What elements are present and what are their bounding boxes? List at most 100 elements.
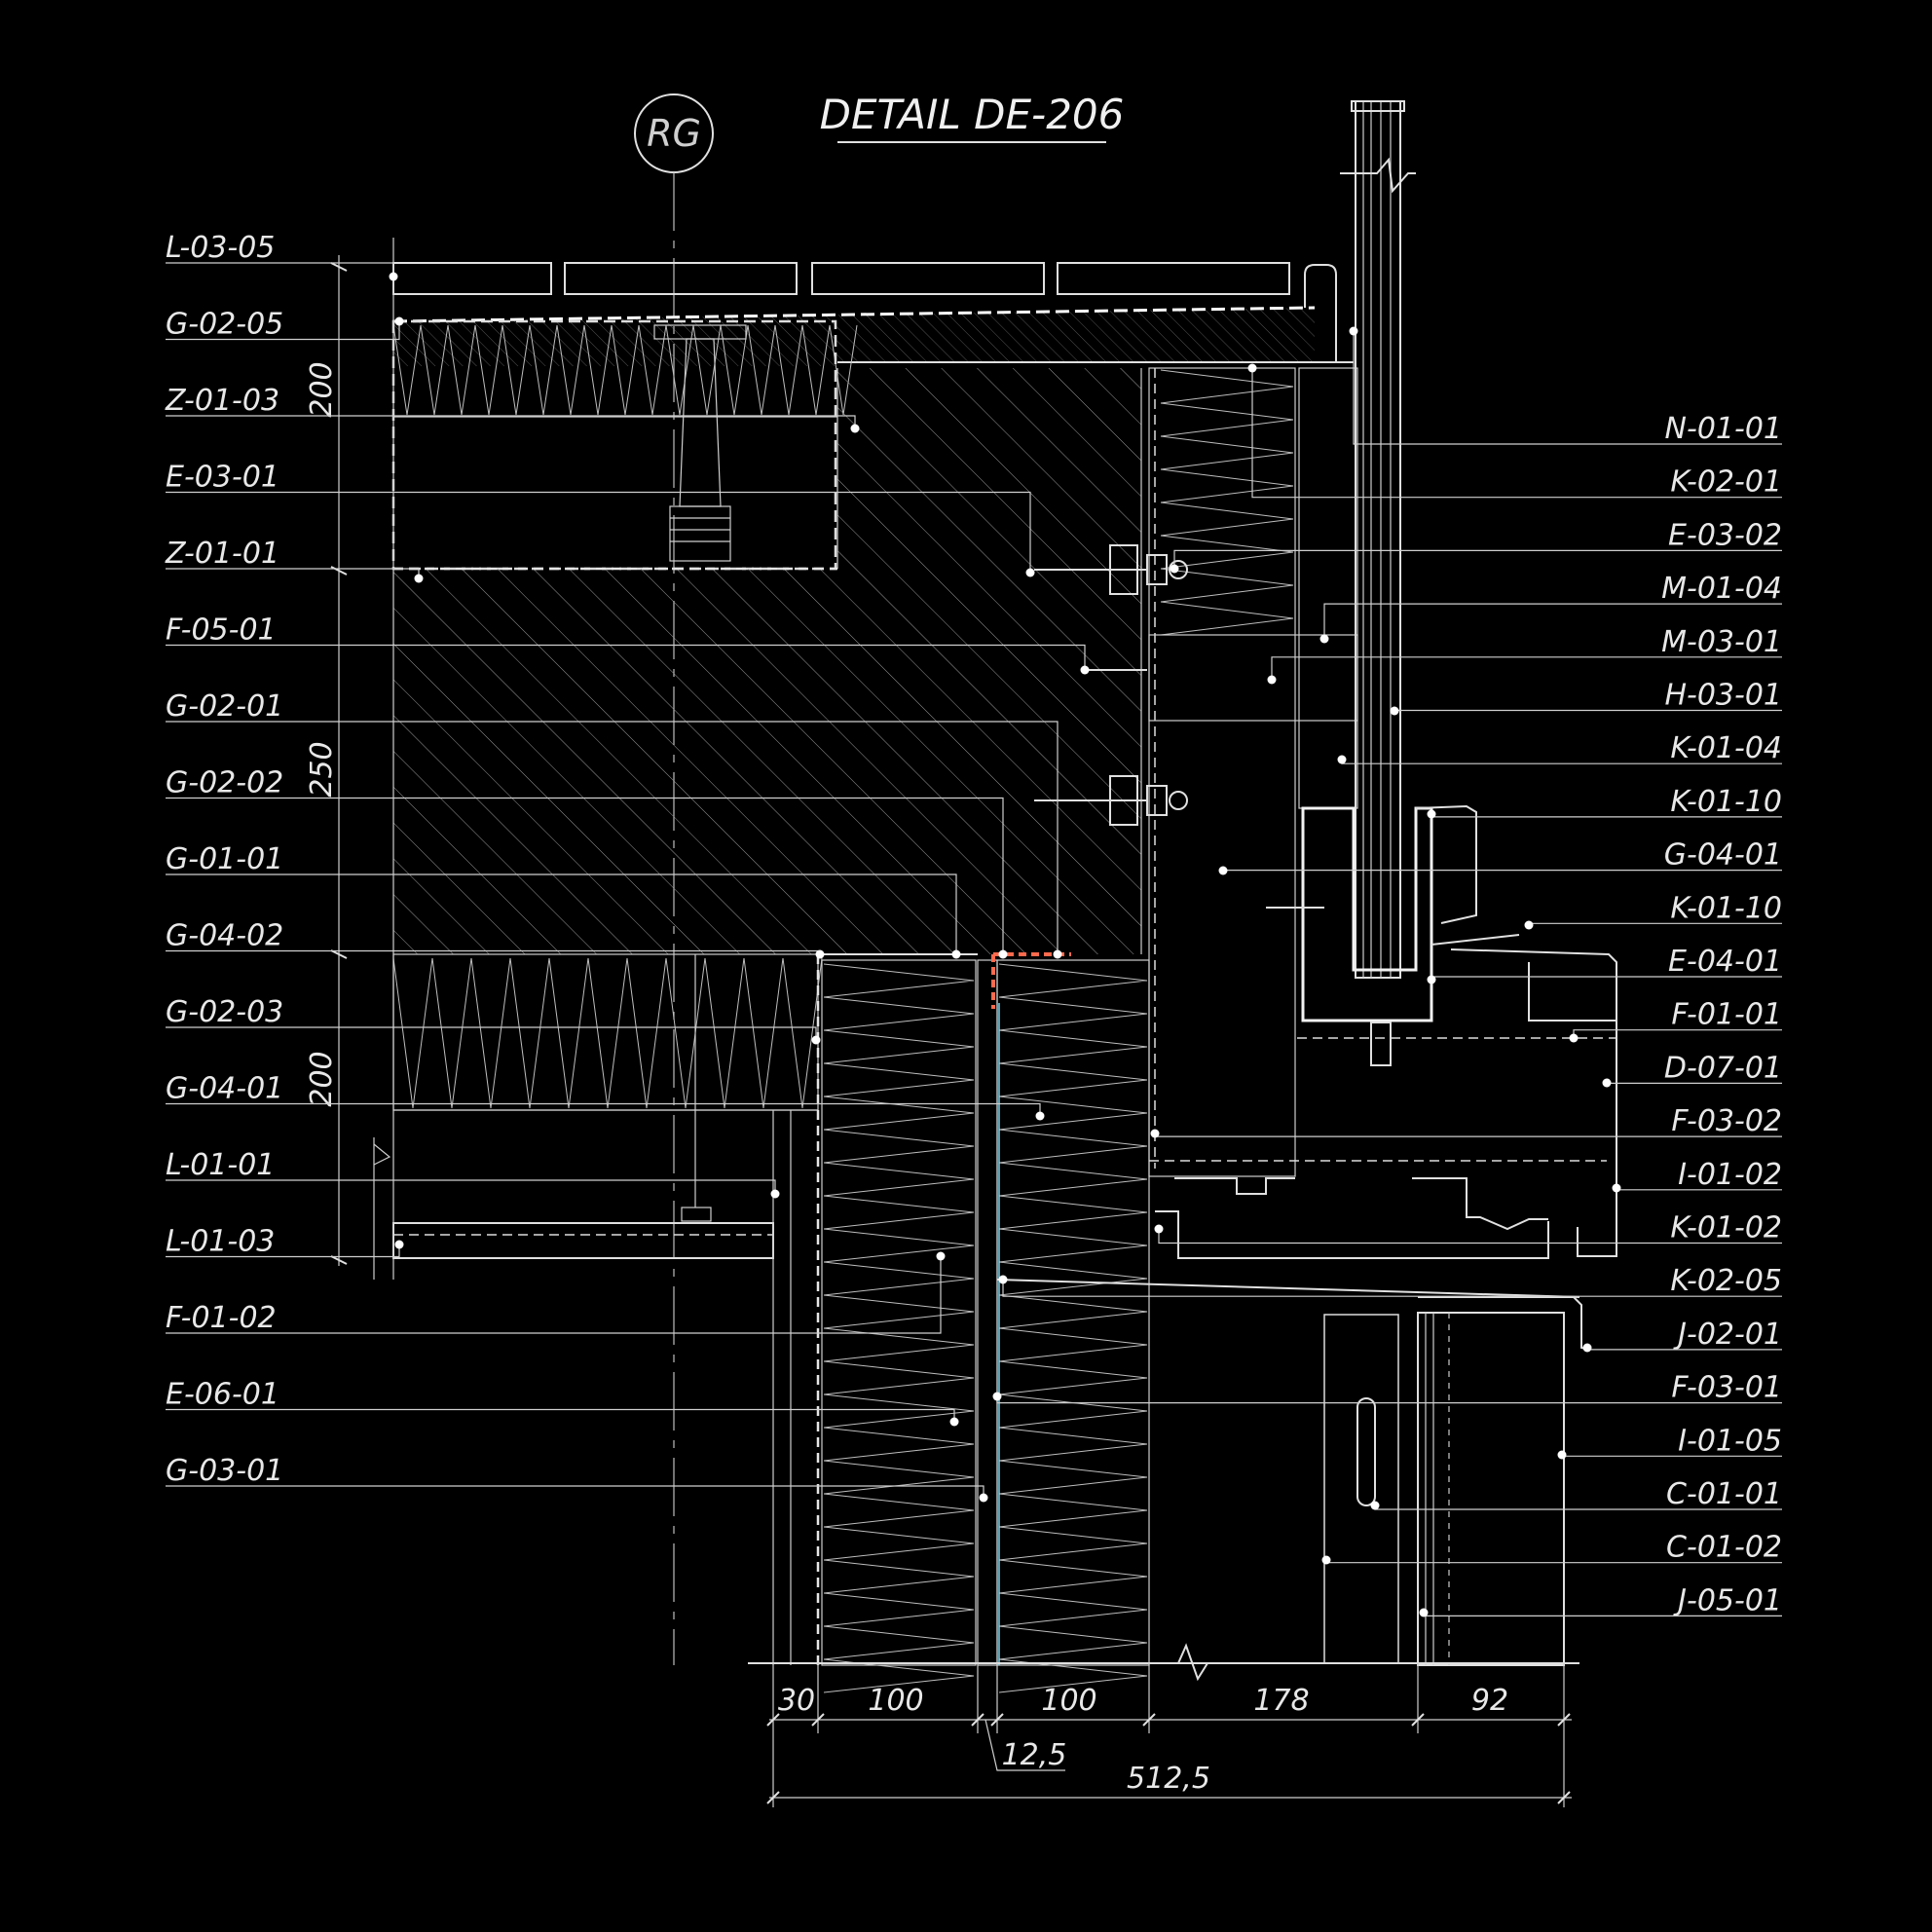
callout-dot: [1582, 1343, 1592, 1353]
right-callout: K-02-01: [1247, 363, 1782, 500]
right-callout: C-01-01: [1370, 1477, 1782, 1511]
callout-dot: [992, 1392, 1002, 1401]
right-callout: I-01-02: [1612, 1158, 1782, 1193]
callout-dot: [394, 1240, 404, 1249]
parapet-insulation: [1148, 367, 1358, 1177]
right-callout: E-04-01: [1427, 945, 1782, 985]
right-callouts: N-01-01K-02-01E-03-02M-01-04M-03-01H-03-…: [992, 326, 1782, 1617]
callout-dot: [1427, 809, 1436, 819]
right-callout: F-03-01: [992, 1371, 1782, 1405]
callout-label: G-01-01: [166, 842, 283, 876]
callout-dot: [1170, 564, 1179, 574]
callout-dot: [1150, 1129, 1160, 1138]
right-callout: K-01-04: [1337, 731, 1782, 765]
callout-dot: [770, 1189, 780, 1199]
left-callout: G-02-03: [166, 995, 821, 1045]
right-callout: C-01-02: [1321, 1531, 1782, 1565]
callout-dot: [1267, 675, 1277, 685]
callout-label: F-03-01: [1671, 1371, 1782, 1405]
callout-dot: [1349, 326, 1358, 336]
soffit-insulation: [392, 953, 823, 1111]
horizontal-dimension-chain: 30 100 100 178 92 12,5 512,5: [766, 1663, 1572, 1807]
callout-label: I-01-05: [1678, 1424, 1782, 1458]
hdim-100-b: 100: [1041, 1684, 1096, 1718]
callout-dot: [1218, 866, 1228, 875]
left-callout: G-03-01: [166, 1454, 988, 1503]
callout-dot: [1370, 1501, 1380, 1510]
left-callouts: L-03-05G-02-05Z-01-03E-03-01Z-01-01F-05-…: [165, 231, 1090, 1503]
callout-label: E-03-02: [1668, 518, 1782, 552]
hdim-12-5: 12,5: [1002, 1738, 1067, 1772]
callout-dot: [1321, 1555, 1331, 1565]
callout-dot: [951, 949, 961, 959]
callout-label: E-06-01: [166, 1378, 279, 1412]
left-callout: E-06-01: [166, 1378, 959, 1427]
right-callout: F-03-02: [1150, 1104, 1782, 1138]
right-callout: G-04-01: [1218, 838, 1782, 875]
left-callout: G-04-01: [166, 1072, 1045, 1121]
callout-dot: [1337, 755, 1347, 764]
callout-label: F-03-02: [1671, 1104, 1782, 1138]
callout-dot: [389, 272, 398, 281]
callout-dot: [1419, 1608, 1429, 1617]
wall-layers: [816, 952, 1150, 1693]
callout-label: F-01-01: [1671, 998, 1782, 1032]
roof-pavers: [392, 262, 1290, 295]
left-callout: L-03-05: [166, 231, 398, 281]
callout-label: K-01-04: [1670, 731, 1782, 765]
right-callout: E-03-02: [1170, 518, 1782, 574]
callout-dot: [1319, 634, 1329, 644]
hdim-100-a: 100: [868, 1684, 923, 1718]
callout-dot: [1602, 1078, 1612, 1088]
callout-dot: [1557, 1450, 1567, 1460]
left-callout: L-01-03: [166, 1225, 404, 1259]
callout-label: I-01-02: [1678, 1158, 1782, 1192]
callout-label: N-01-01: [1665, 412, 1782, 446]
callout-label: G-02-05: [166, 308, 283, 342]
callout-label: F-01-02: [166, 1301, 277, 1335]
glass-balustrade: [1340, 100, 1416, 979]
right-callout: K-01-10: [1524, 891, 1782, 930]
callout-label: G-04-02: [166, 919, 283, 953]
right-callout: I-01-05: [1557, 1424, 1782, 1460]
vdim-200-top: 200: [305, 361, 339, 417]
callout-dot: [1080, 665, 1090, 675]
callout-label: E-04-01: [1668, 945, 1782, 979]
callout-label: L-01-03: [166, 1225, 275, 1259]
glass-shoe: [1266, 804, 1520, 1066]
callout-label: G-02-02: [166, 766, 283, 800]
callout-label: J-02-01: [1673, 1318, 1782, 1352]
left-callout: F-01-02: [166, 1251, 946, 1335]
callout-label: K-01-02: [1670, 1211, 1782, 1245]
callout-label: Z-01-03: [165, 384, 279, 418]
callout-label: G-02-03: [166, 995, 283, 1029]
right-callout: D-07-01: [1602, 1051, 1782, 1088]
callout-label: G-03-01: [166, 1454, 283, 1488]
callout-dot: [1612, 1183, 1621, 1193]
drawing-title: DETAIL DE-206: [820, 91, 1125, 138]
window-frame: [996, 1279, 1590, 1666]
vdim-200-bottom: 200: [305, 1051, 339, 1106]
right-callout: J-05-01: [1419, 1583, 1782, 1617]
anchors: [1034, 544, 1188, 826]
hdim-92: 92: [1471, 1684, 1508, 1718]
right-callout: F-01-01: [1569, 998, 1782, 1043]
hdim-total: 512,5: [1127, 1762, 1210, 1796]
callout-dot: [1053, 949, 1062, 959]
gutter-profile: [1149, 948, 1617, 1259]
hdim-30: 30: [778, 1684, 815, 1718]
callout-dot: [979, 1493, 988, 1503]
callout-label: C-01-02: [1666, 1531, 1782, 1565]
right-callout: N-01-01: [1349, 326, 1782, 446]
left-callout: G-02-01: [166, 689, 1062, 959]
callout-label: M-03-01: [1661, 625, 1782, 659]
callout-dot: [394, 316, 404, 326]
callout-label: K-01-10: [1670, 891, 1782, 925]
left-callout: G-01-01: [166, 842, 961, 959]
callout-dot: [1154, 1224, 1164, 1234]
roof-drain: [653, 324, 747, 562]
callout-label: K-01-10: [1670, 785, 1782, 819]
left-callout: E-03-01: [166, 461, 1035, 577]
vertical-dimension-chain: 200 250 200: [305, 238, 394, 1280]
